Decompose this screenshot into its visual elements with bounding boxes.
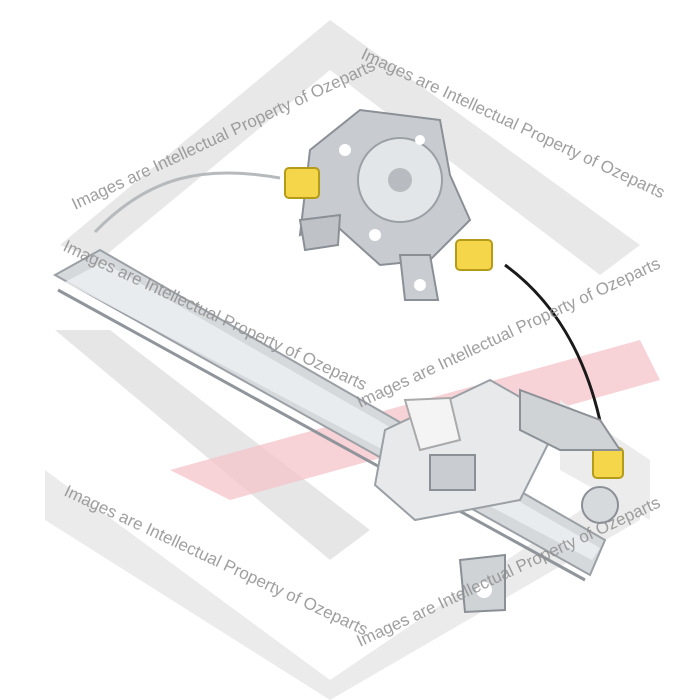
logo-top-band <box>60 20 640 275</box>
mount-hole <box>415 135 425 145</box>
logo-bottom-band <box>45 470 640 700</box>
motor-mount-plate <box>298 108 472 301</box>
cable-fittings <box>284 167 624 479</box>
logo-middle-grey <box>55 330 370 560</box>
arm-plate <box>519 388 622 451</box>
lift-carriage <box>373 378 622 614</box>
mount-bracket-bottom <box>398 254 440 301</box>
fitting-lower <box>455 239 493 271</box>
mount-tab-left <box>298 213 342 252</box>
bracket-hole <box>476 582 492 598</box>
fitting-upper <box>284 167 320 199</box>
mount-hole <box>339 144 351 156</box>
carriage-clip <box>403 396 462 452</box>
drum-center <box>388 168 412 192</box>
mount-hole <box>369 229 381 241</box>
carriage-block <box>429 454 476 491</box>
upper-cable <box>93 171 281 234</box>
fitting-right <box>592 447 624 479</box>
rail-edge <box>57 288 586 582</box>
roller <box>581 486 619 524</box>
bracket-hole <box>414 279 426 291</box>
